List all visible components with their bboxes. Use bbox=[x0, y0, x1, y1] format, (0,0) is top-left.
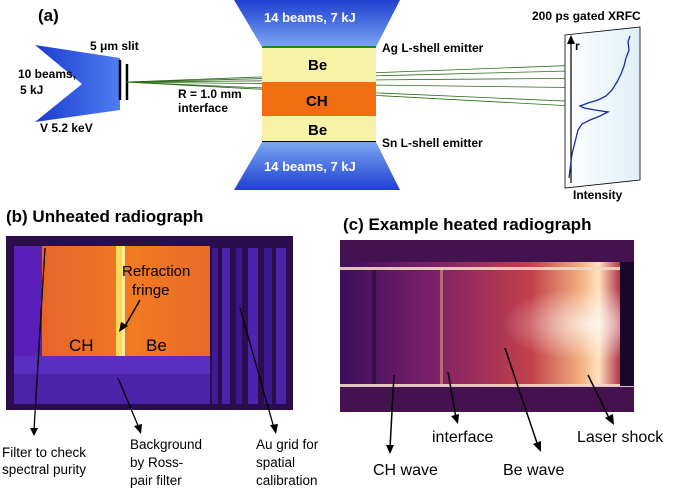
r-axis-arrow bbox=[567, 35, 575, 44]
au-grid-arrowhead bbox=[270, 424, 278, 434]
au-grid-label-1: Au grid for bbox=[256, 437, 319, 452]
heated-radiograph bbox=[340, 240, 634, 412]
refraction-arrowhead bbox=[119, 322, 128, 332]
left-energy-label: 5 kJ bbox=[20, 83, 43, 97]
xrfc-title: 200 ps gated XRFC bbox=[532, 9, 641, 23]
be-wave-arrowhead bbox=[533, 441, 541, 452]
be-wave-arrow bbox=[504, 347, 539, 447]
layer-be-bottom bbox=[262, 116, 376, 142]
be-bottom-label: Be bbox=[308, 122, 327, 139]
au-grid-label-3: calibration bbox=[256, 473, 318, 488]
backlighter-label: V 5.2 keV bbox=[40, 121, 93, 135]
top-beams-label: 14 beams, 7 kJ bbox=[264, 10, 356, 25]
filter-arrowhead bbox=[30, 428, 38, 436]
panel-a-label: (a) bbox=[38, 6, 59, 25]
background-label-3: pair filter bbox=[130, 473, 182, 488]
laser-shock-arrow bbox=[587, 374, 611, 421]
ag-emitter-label: Ag L-shell emitter bbox=[382, 41, 484, 55]
axis-r-label: r bbox=[575, 39, 580, 53]
filter-arrow bbox=[33, 247, 46, 431]
ch-wave-label: CH wave bbox=[373, 462, 438, 479]
filter-label-2: spectral purity bbox=[2, 462, 86, 477]
ch-region-label: CH bbox=[69, 336, 94, 355]
au-grid-arrow bbox=[239, 307, 275, 429]
interface-arrowhead bbox=[451, 414, 459, 424]
bottom-beams-label: 14 beams, 7 kJ bbox=[264, 159, 356, 174]
top-beam-cone bbox=[234, 0, 400, 47]
filter-label-1: Filter to check bbox=[2, 445, 86, 460]
radius-label: R = 1.0 mm bbox=[178, 87, 242, 101]
be-top-label: Be bbox=[308, 57, 327, 74]
background-label-2: by Ross- bbox=[130, 455, 183, 470]
layer-ch bbox=[262, 82, 376, 116]
interface-arrow bbox=[447, 371, 457, 419]
left-beams-label: 10 beams, bbox=[18, 67, 76, 81]
backlighter-beam-cone bbox=[35, 45, 120, 122]
laser-shock-arrowhead bbox=[605, 414, 614, 425]
ch-wave-arrow bbox=[389, 374, 395, 449]
laser-shock-label: Laser shock bbox=[577, 429, 664, 446]
be-wave-label: Be wave bbox=[503, 462, 564, 479]
refraction-label-1: Refraction bbox=[122, 263, 190, 280]
unheated-radiograph bbox=[6, 236, 293, 410]
be-region-label: Be bbox=[146, 336, 167, 355]
panel-b-title: (b) Unheated radiograph bbox=[6, 207, 203, 226]
background-arrowhead bbox=[134, 424, 142, 434]
xrfc-profile-curve bbox=[568, 35, 631, 179]
au-grid-label-2: spatial bbox=[256, 455, 295, 470]
bottom-beam-cone bbox=[234, 142, 400, 190]
ch-wave-arrowhead bbox=[386, 445, 394, 454]
layer-be-top bbox=[262, 47, 376, 82]
ch-label: CH bbox=[306, 93, 328, 110]
sn-emitter-label: Sn L-shell emitter bbox=[382, 136, 483, 150]
xrfc-detector bbox=[564, 26, 641, 189]
refraction-arrow bbox=[123, 299, 141, 329]
background-label-1: Background bbox=[130, 437, 202, 452]
interface-c-label: interface bbox=[432, 429, 493, 446]
refraction-label-2: fringe bbox=[132, 282, 170, 299]
axis-intensity-label: Intensity bbox=[573, 188, 623, 202]
interface-label: interface bbox=[178, 101, 228, 115]
background-arrow bbox=[117, 377, 140, 429]
slit-label: 5 μm slit bbox=[90, 39, 139, 53]
panel-c-title: (c) Example heated radiograph bbox=[343, 215, 591, 234]
